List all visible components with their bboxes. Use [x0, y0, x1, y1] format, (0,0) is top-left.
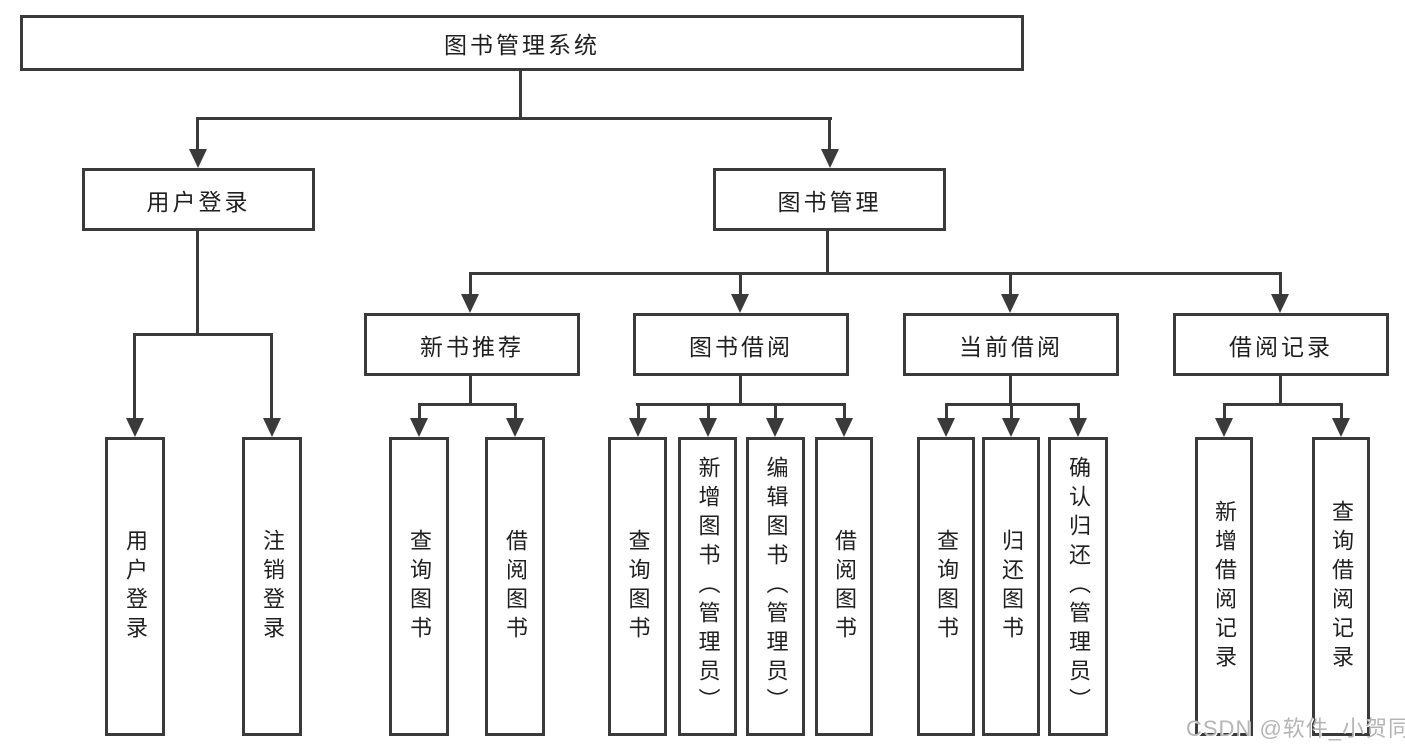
- connector-line: [514, 403, 517, 420]
- node-label: 新增图书（管理员）: [695, 456, 721, 717]
- arrow-down-icon: [1001, 294, 1019, 313]
- leaf-edit-book-admin: 编辑图书（管理员）: [746, 437, 805, 736]
- leaf-add-book-admin: 新增图书（管理员）: [678, 437, 737, 736]
- arrow-down-icon: [731, 294, 749, 313]
- connector-line: [1340, 403, 1343, 420]
- arrow-down-icon: [506, 418, 524, 437]
- node-current-borrowing: 当前借阅: [903, 313, 1119, 376]
- leaf-add-borrow-record: 新增借阅记录: [1195, 437, 1253, 736]
- arrow-down-icon: [1332, 418, 1350, 437]
- arrow-down-icon: [629, 418, 647, 437]
- arrow-down-icon: [126, 418, 144, 437]
- node-label: 新增借阅记录: [1212, 499, 1237, 674]
- node-label: 归还图书: [999, 528, 1024, 645]
- connector-line: [1279, 272, 1282, 296]
- connector-line: [469, 272, 472, 296]
- node-book-borrowing: 图书借阅: [633, 313, 849, 376]
- watermark-text: CSDN @软件_小贺同学: [1186, 716, 1405, 741]
- connector-line: [636, 403, 845, 406]
- leaf-return-books: 归还图书: [982, 437, 1040, 736]
- connector-line: [270, 333, 273, 419]
- node-label: 注销登录: [260, 528, 285, 645]
- connector-line: [133, 333, 273, 336]
- connector-line: [418, 403, 421, 420]
- arrow-down-icon: [189, 149, 207, 168]
- node-label: 图书借阅: [689, 333, 793, 360]
- connector-line: [197, 117, 832, 120]
- node-label: 查询图书: [625, 528, 651, 645]
- connector-line: [196, 117, 199, 151]
- node-borrowing-records: 借阅记录: [1173, 313, 1389, 376]
- node-label: 用户登录: [123, 528, 148, 645]
- leaf-borrow-books-recommend: 借阅图书: [485, 437, 545, 736]
- node-label: 当前借阅: [959, 333, 1063, 360]
- node-label: 查询图书: [407, 528, 432, 645]
- connector-line: [519, 71, 522, 118]
- node-label: 查询借阅记录: [1329, 499, 1354, 674]
- leaf-confirm-return-admin: 确认归还（管理员）: [1048, 437, 1108, 736]
- leaf-logout: 注销登录: [242, 437, 302, 736]
- connector-line: [1009, 272, 1012, 296]
- node-label: 查询图书: [934, 528, 959, 645]
- node-label: 新书推荐: [420, 333, 524, 360]
- node-label: 图书管理: [777, 188, 882, 215]
- connector-line: [196, 231, 199, 334]
- node-label: 确认归还（管理员）: [1066, 456, 1091, 717]
- connector-line: [1223, 403, 1342, 406]
- node-label: 用户登录: [146, 188, 251, 215]
- arrow-down-icon: [766, 418, 784, 437]
- leaf-borrow-books-borrowing: 借阅图书: [815, 437, 873, 736]
- connector-line: [469, 272, 1282, 275]
- node-label: 借阅图书: [503, 528, 528, 645]
- connector-line: [843, 403, 846, 420]
- node-book-management: 图书管理: [713, 168, 946, 231]
- connector-line: [1077, 403, 1080, 420]
- connector-line: [418, 403, 517, 406]
- arrow-down-icon: [263, 418, 281, 437]
- node-label: 编辑图书（管理员）: [763, 456, 789, 717]
- arrow-down-icon: [1002, 418, 1020, 437]
- arrow-down-icon: [1069, 418, 1087, 437]
- connector-line: [637, 403, 640, 420]
- node-label: 图书管理系统: [444, 32, 600, 58]
- arrow-down-icon: [937, 418, 955, 437]
- arrow-down-icon: [835, 418, 853, 437]
- connector-line: [1010, 403, 1013, 420]
- connector-line: [1223, 403, 1226, 420]
- connector-line: [1279, 376, 1282, 405]
- arrow-down-icon: [410, 418, 428, 437]
- connector-line: [469, 376, 472, 405]
- node-user-login-group: 用户登录: [82, 168, 315, 231]
- arrow-down-icon: [1271, 294, 1289, 313]
- arrow-down-icon: [699, 418, 717, 437]
- leaf-query-books-recommend: 查询图书: [389, 437, 449, 736]
- node-new-book-recommend: 新书推荐: [364, 313, 580, 376]
- connector-line: [945, 403, 948, 420]
- node-label: 借阅图书: [832, 528, 857, 645]
- connector-line: [739, 272, 742, 296]
- connector-line: [707, 403, 710, 420]
- leaf-query-books-borrowing: 查询图书: [608, 437, 667, 736]
- connector-line: [133, 333, 136, 419]
- leaf-query-borrow-record: 查询借阅记录: [1312, 437, 1370, 736]
- connector-line: [774, 403, 777, 420]
- node-library-system: 图书管理系统: [20, 15, 1024, 71]
- leaf-query-books-current: 查询图书: [917, 437, 975, 736]
- arrow-down-icon: [1215, 418, 1233, 437]
- connector-line: [826, 231, 829, 274]
- arrow-down-icon: [461, 294, 479, 313]
- connector-line: [1009, 376, 1012, 405]
- leaf-user-login: 用户登录: [105, 437, 165, 736]
- connector-line: [828, 117, 831, 151]
- connector-line: [739, 376, 742, 405]
- arrow-down-icon: [821, 149, 839, 168]
- node-label: 借阅记录: [1229, 333, 1333, 360]
